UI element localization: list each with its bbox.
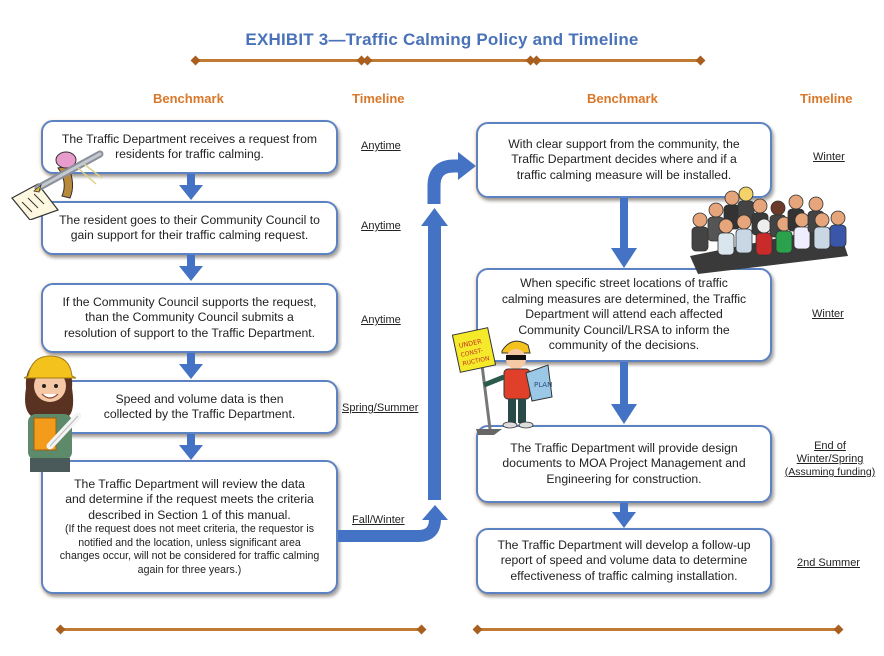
- step-9-box: The Traffic Department will develop a fo…: [476, 528, 772, 594]
- plan-text: PLAN: [534, 381, 552, 389]
- step-5-text: The Traffic Department will review the d…: [65, 476, 314, 522]
- step-3-timeline: Anytime: [361, 314, 401, 326]
- step-7-box: When specific street locations of traffi…: [476, 268, 772, 362]
- bottom-rule-left: [60, 628, 422, 631]
- left-benchmark-header: Benchmark: [153, 91, 224, 106]
- step-1-timeline: Anytime: [361, 140, 401, 152]
- left-timeline-header: Timeline: [352, 91, 405, 106]
- connector-arrow-to-right-column: [338, 152, 476, 542]
- step-7-timeline: Winter: [812, 308, 844, 320]
- step-8-box: The Traffic Department will provide desi…: [476, 425, 772, 503]
- step-5-timeline: Fall/Winter: [352, 514, 405, 526]
- step-6-box: With clear support from the community, t…: [476, 122, 772, 198]
- step-2-timeline: Anytime: [361, 220, 401, 232]
- title-rule-1: [195, 59, 362, 62]
- step-4-timeline: Spring/Summer: [342, 402, 419, 414]
- title-rule-2: [367, 59, 531, 62]
- right-benchmark-header: Benchmark: [587, 91, 658, 106]
- construction-worker-clipart-icon: UNDER CONST- RUCTION PLAN: [452, 327, 553, 435]
- step-2-text: The resident goes to their Community Cou…: [59, 212, 320, 243]
- step-5-box: The Traffic Department will review the d…: [41, 460, 338, 594]
- arrow-down-7-8: [611, 362, 637, 424]
- bottom-rule-right: [477, 628, 839, 631]
- step-3-text: If the Community Council supports the re…: [62, 294, 317, 340]
- step-8-timeline-line-3: (Assuming funding): [784, 466, 876, 478]
- step-8-text: The Traffic Department will provide desi…: [502, 440, 746, 486]
- step-9-text: The Traffic Department will develop a fo…: [497, 537, 751, 583]
- title-rule-3: [536, 59, 701, 62]
- step-4-box: Speed and volume data is then collected …: [41, 380, 338, 434]
- step-1-box: The Traffic Department receives a reques…: [41, 120, 338, 174]
- community-crowd-clipart-icon: [690, 186, 848, 274]
- step-4-text: Speed and volume data is then collected …: [103, 391, 296, 422]
- step-7-text: When specific street locations of traffi…: [501, 276, 747, 353]
- arrow-down-2-3: [179, 255, 203, 281]
- step-2-box: The resident goes to their Community Cou…: [41, 201, 338, 255]
- step-5-note: (If the request does not meet criteria, …: [59, 523, 320, 576]
- step-8-timeline-line-1: End of: [814, 440, 846, 452]
- arrow-down-1-2: [179, 174, 203, 200]
- step-8-timeline-line-2: Winter/Spring: [796, 453, 864, 465]
- pen-writing-clipart-icon: [11, 150, 104, 220]
- exhibit-title: EXHIBIT 3—Traffic Calming Policy and Tim…: [245, 30, 639, 49]
- female-engineer-clipart-icon: [23, 355, 82, 472]
- arrow-down-6-7: [611, 198, 637, 268]
- arrow-down-8-9: [612, 503, 636, 528]
- step-3-box: If the Community Council supports the re…: [41, 283, 338, 353]
- step-1-text: The Traffic Department receives a reques…: [61, 131, 318, 162]
- right-timeline-header: Timeline: [800, 91, 853, 106]
- arrow-down-4-5: [179, 434, 203, 460]
- step-6-timeline: Winter: [813, 151, 845, 163]
- step-6-text: With clear support from the community, t…: [508, 136, 740, 182]
- arrow-down-3-4: [179, 353, 203, 379]
- sign-text-const: CONST-: [460, 347, 483, 359]
- step-8-timeline: End of Winter/Spring (Assuming funding): [781, 440, 879, 479]
- step-9-timeline: 2nd Summer: [797, 557, 860, 569]
